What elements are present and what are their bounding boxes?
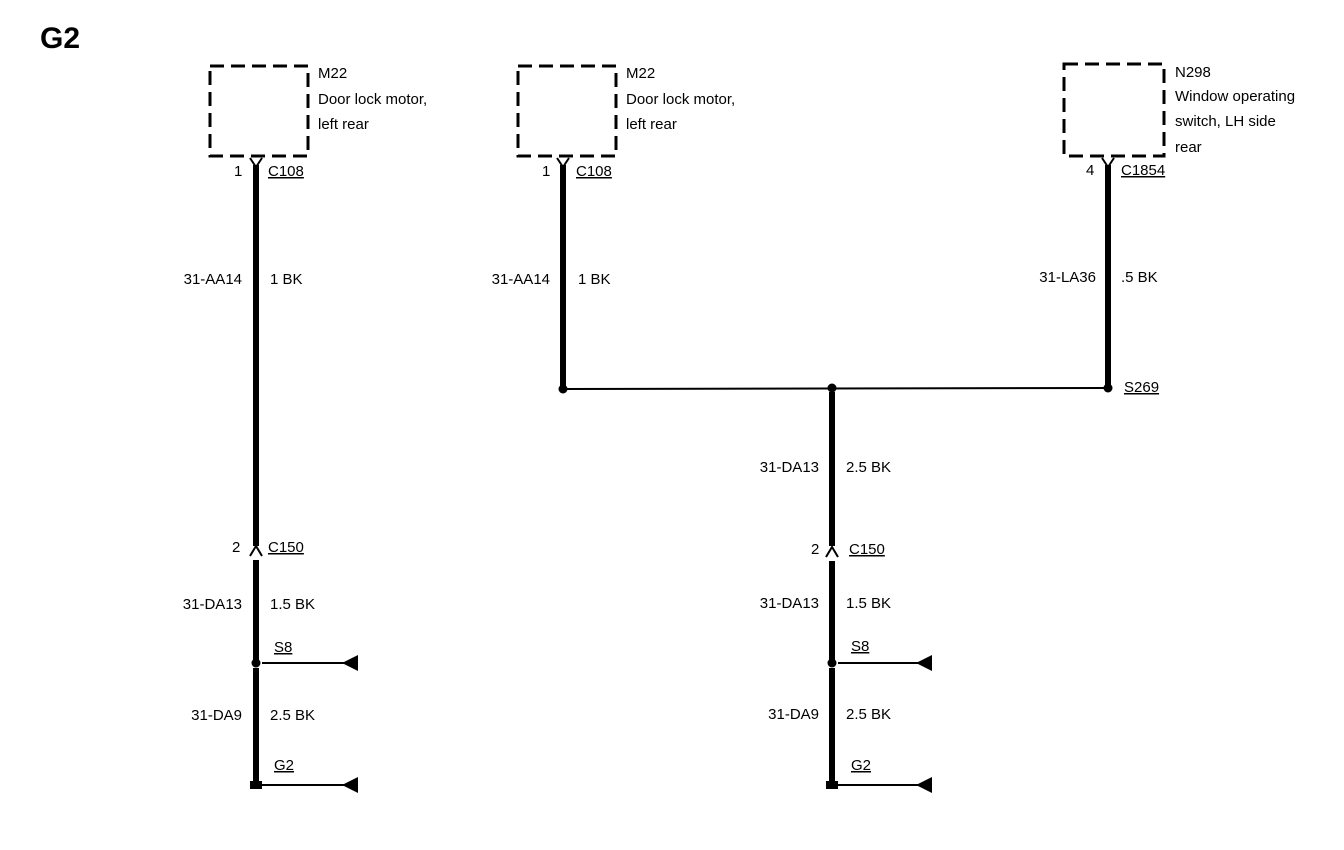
wire-spec: 1.5 BK — [270, 596, 315, 613]
component-description: left rear — [318, 116, 369, 133]
wire-circuit: 31-DA9 — [768, 706, 819, 723]
connector-label[interactable]: C150 — [268, 539, 304, 556]
component-description: Window operating — [1175, 88, 1295, 105]
ground-label[interactable]: G2 — [851, 757, 871, 774]
wire-circuit: 31-DA13 — [183, 596, 242, 613]
ground-icon — [250, 781, 262, 789]
connector-label[interactable]: C108 — [268, 163, 304, 180]
junction-dot — [827, 383, 837, 393]
component-description: Door lock motor, — [626, 91, 735, 108]
arrow-left-icon — [916, 777, 932, 793]
wire-circuit: 31-DA13 — [760, 459, 819, 476]
splice-label[interactable]: S8 — [851, 638, 869, 655]
circuit-right: M22 Door lock motor, left rear 1 C108 31… — [492, 62, 1295, 793]
wire-spec: .5 BK — [1121, 269, 1158, 286]
wire-spec: 2.5 BK — [846, 706, 891, 723]
connector-pin-symbol — [249, 544, 263, 557]
connector-pin: 2 — [232, 539, 240, 556]
wire-circuit: 31-LA36 — [1039, 269, 1096, 286]
component-id: M22 — [318, 65, 347, 82]
connector-label[interactable]: C150 — [849, 541, 885, 558]
component-id: M22 — [626, 65, 655, 82]
arrow-left-icon — [342, 777, 358, 793]
connector-label[interactable]: C108 — [576, 163, 612, 180]
connector-pin: 2 — [811, 541, 819, 558]
component-description: rear — [1175, 139, 1202, 156]
ground-label[interactable]: G2 — [274, 757, 294, 774]
wire-spec: 1.5 BK — [846, 595, 891, 612]
connector-pin: 1 — [234, 163, 242, 180]
arrow-left-icon — [342, 655, 358, 671]
component-id: N298 — [1175, 64, 1211, 81]
wire-circuit: 31-DA9 — [191, 707, 242, 724]
wire-circuit: 31-DA13 — [760, 595, 819, 612]
circuit-left: M22 Door lock motor, left rear 1 C108 31… — [183, 64, 427, 793]
splice-label[interactable]: S8 — [274, 639, 292, 656]
wire-circuit: 31-AA14 — [492, 271, 550, 288]
connector-label[interactable]: C1854 — [1121, 162, 1165, 179]
splice-label[interactable]: S269 — [1124, 379, 1159, 396]
page-title: G2 — [40, 22, 80, 55]
arrow-left-icon — [916, 655, 932, 671]
wire-spec: 1 BK — [578, 271, 611, 288]
connector-pin: 4 — [1086, 162, 1094, 179]
splice-dot[interactable] — [827, 658, 837, 668]
component-description: left rear — [626, 116, 677, 133]
wire-spec: 2.5 BK — [270, 707, 315, 724]
connector-pin: 1 — [542, 163, 550, 180]
splice-dot[interactable] — [251, 658, 261, 668]
connector-pin-symbol — [825, 545, 839, 558]
component-box-m22-right[interactable] — [516, 64, 618, 158]
ground-icon — [826, 781, 838, 789]
component-box-m22-left[interactable] — [208, 64, 310, 158]
wire-spec: 1 BK — [270, 271, 303, 288]
wire-circuit: 31-AA14 — [184, 271, 242, 288]
component-description: switch, LH side — [1175, 113, 1276, 130]
component-description: Door lock motor, — [318, 91, 427, 108]
component-box-n298[interactable] — [1062, 62, 1166, 158]
wire-spec: 2.5 BK — [846, 459, 891, 476]
